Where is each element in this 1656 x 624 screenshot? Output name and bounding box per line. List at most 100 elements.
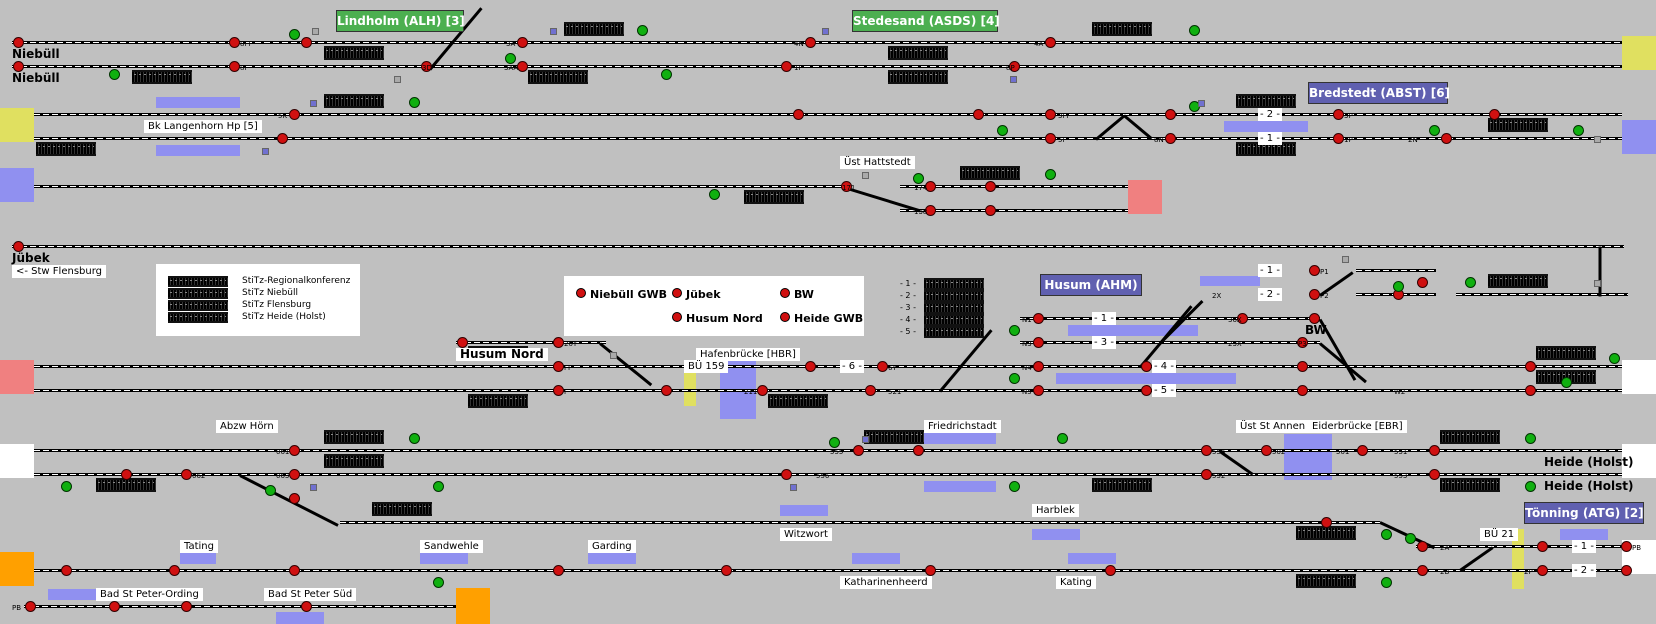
section-highlight[interactable] <box>156 97 240 108</box>
track[interactable] <box>34 185 844 188</box>
station-stedesand[interactable]: Stedesand (ASDS) [4] <box>852 10 1000 32</box>
signal[interactable] <box>1537 541 1548 552</box>
signal-green[interactable] <box>1525 433 1536 444</box>
signal[interactable] <box>1525 385 1536 396</box>
signal[interactable] <box>229 37 240 48</box>
signal-green[interactable] <box>1405 533 1416 544</box>
signal[interactable] <box>925 565 936 576</box>
signal-green[interactable] <box>61 481 72 492</box>
track[interactable] <box>34 569 1622 572</box>
level-crossing-bue21[interactable] <box>1512 529 1524 589</box>
signal[interactable] <box>1333 133 1344 144</box>
signal-green[interactable] <box>1393 281 1404 292</box>
signal[interactable] <box>1045 133 1056 144</box>
track[interactable] <box>24 605 456 608</box>
signal[interactable] <box>553 337 564 348</box>
zone-left-blue[interactable] <box>0 168 34 202</box>
switch[interactable] <box>1123 114 1153 140</box>
signal[interactable] <box>1201 445 1212 456</box>
track[interactable] <box>34 389 1622 392</box>
signal-green[interactable] <box>997 125 1008 136</box>
section-highlight[interactable] <box>1056 373 1236 384</box>
signal-green[interactable] <box>1609 353 1620 364</box>
signal[interactable] <box>1621 565 1632 576</box>
signal[interactable] <box>781 469 792 480</box>
switch[interactable] <box>1598 246 1602 297</box>
signal[interactable] <box>553 385 564 396</box>
section-highlight[interactable] <box>924 433 996 444</box>
signal[interactable] <box>1165 109 1176 120</box>
section-highlight[interactable] <box>780 505 828 516</box>
signal[interactable] <box>61 565 72 576</box>
signal[interactable] <box>841 181 852 192</box>
signal[interactable] <box>109 601 120 612</box>
track[interactable] <box>12 65 1622 68</box>
track[interactable] <box>900 209 1128 212</box>
signal[interactable] <box>1309 289 1320 300</box>
juebek-button[interactable] <box>672 288 682 298</box>
section-highlight[interactable] <box>1560 529 1608 540</box>
zone-left-yellow[interactable] <box>0 108 34 142</box>
signal[interactable] <box>1321 517 1332 528</box>
signal-green[interactable] <box>433 481 444 492</box>
track[interactable] <box>1020 341 1320 344</box>
signal[interactable] <box>553 565 564 576</box>
signal[interactable] <box>1417 565 1428 576</box>
signal-green[interactable] <box>1009 325 1020 336</box>
signal[interactable] <box>1333 109 1344 120</box>
signal[interactable] <box>925 181 936 192</box>
zone-left-white-2[interactable] <box>0 444 34 478</box>
signal-green[interactable] <box>289 29 300 40</box>
zone-left-orange[interactable] <box>0 552 34 586</box>
signal[interactable] <box>1525 361 1536 372</box>
station-bredstedt[interactable]: Bredstedt (ABST) [6] <box>1308 82 1450 104</box>
signal[interactable] <box>913 445 924 456</box>
husum-nord-button[interactable] <box>672 312 682 322</box>
signal[interactable] <box>13 241 24 252</box>
switch[interactable] <box>1319 342 1367 384</box>
signal[interactable] <box>1309 313 1320 324</box>
signal[interactable] <box>877 361 888 372</box>
signal[interactable] <box>805 37 816 48</box>
track[interactable] <box>34 137 1622 140</box>
signal[interactable] <box>517 61 528 72</box>
signal[interactable] <box>1045 109 1056 120</box>
signal[interactable] <box>757 385 768 396</box>
zone-right-blue-1[interactable] <box>1622 120 1656 154</box>
section-highlight[interactable] <box>48 589 96 600</box>
section-highlight[interactable] <box>1068 325 1198 336</box>
signal[interactable] <box>1429 445 1440 456</box>
signal-green[interactable] <box>409 433 420 444</box>
signal[interactable] <box>1357 445 1368 456</box>
signal[interactable] <box>1537 565 1548 576</box>
signal[interactable] <box>925 205 936 216</box>
section-highlight[interactable] <box>276 612 324 624</box>
signal[interactable] <box>1621 541 1632 552</box>
zone-niebuell-yellow[interactable] <box>1622 36 1656 70</box>
section-highlight[interactable] <box>156 145 240 156</box>
track[interactable] <box>12 41 1622 44</box>
track[interactable] <box>1020 317 1320 320</box>
signal[interactable] <box>25 601 36 612</box>
signal[interactable] <box>985 205 996 216</box>
signal[interactable] <box>721 565 732 576</box>
signal[interactable] <box>865 385 876 396</box>
signal[interactable] <box>181 469 192 480</box>
signal[interactable] <box>1297 361 1308 372</box>
track[interactable] <box>12 245 1624 248</box>
signal[interactable] <box>289 565 300 576</box>
signal-green[interactable] <box>1573 125 1584 136</box>
signal-green[interactable] <box>1189 25 1200 36</box>
signal[interactable] <box>853 445 864 456</box>
signal[interactable] <box>1297 385 1308 396</box>
signal-green[interactable] <box>1045 169 1056 180</box>
signal-green[interactable] <box>433 577 444 588</box>
signal-green[interactable] <box>1465 277 1476 288</box>
track[interactable] <box>456 341 606 344</box>
signal-green[interactable] <box>637 25 648 36</box>
switch[interactable] <box>938 329 993 393</box>
section-highlight[interactable] <box>588 553 636 564</box>
switch[interactable] <box>1158 300 1204 345</box>
zone-hattstedt-red[interactable] <box>1128 180 1162 214</box>
signal-green[interactable] <box>265 485 276 496</box>
